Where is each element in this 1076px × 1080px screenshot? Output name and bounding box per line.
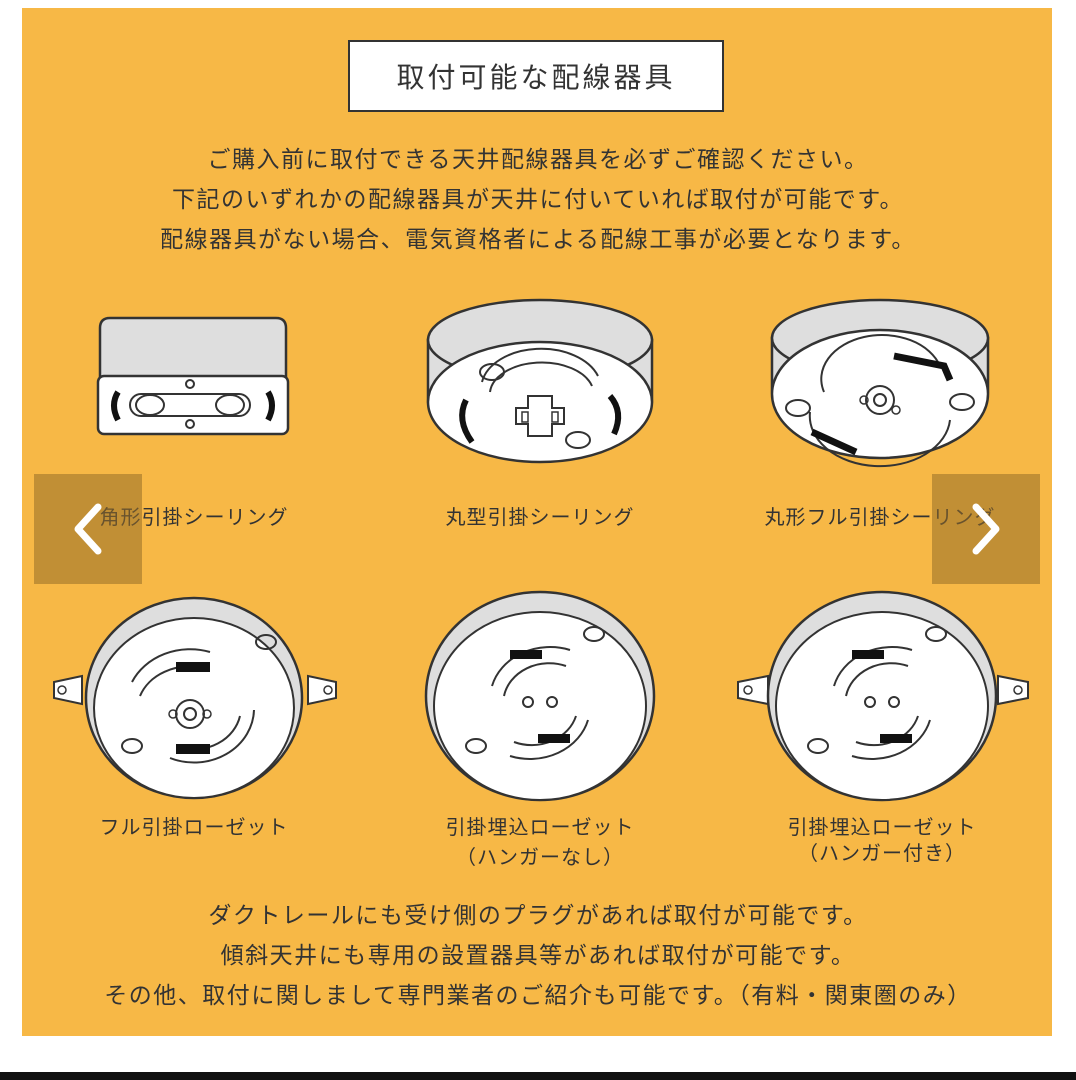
carousel-next-button[interactable] bbox=[932, 474, 1040, 584]
page-title: 取付可能な配線器具 bbox=[348, 40, 724, 112]
outro-line: その他、取付に関しまして専門業者のご紹介も可能です。（有料・関東圏のみ） bbox=[104, 983, 972, 1009]
intro-line: 下記のいずれかの配線器具が天井に付いていれば取付が可能です。 bbox=[171, 187, 904, 213]
intro-line: 配線器具がない場合、電気資格者による配線工事が必要となります。 bbox=[160, 227, 916, 253]
chevron-left-icon bbox=[68, 501, 108, 557]
fixture-label: 引掛埋込ローゼット bbox=[445, 815, 635, 839]
carousel-prev-button[interactable] bbox=[34, 474, 142, 584]
outro-text: ダクトレールにも受け側のプラグがあれば取付が可能です。 傾斜天井にも専用の設置器… bbox=[0, 896, 1076, 1016]
outro-line: ダクトレールにも受け側のプラグがあれば取付が可能です。 bbox=[208, 903, 868, 929]
full-hook-rosette-icon bbox=[40, 586, 350, 806]
intro-text: ご購入前に取付できる天井配線器具を必ずご確認ください。 下記のいずれかの配線器具… bbox=[0, 140, 1076, 260]
fixture-sublabel: （ハンガーなし） bbox=[456, 845, 624, 869]
fixture-label: 引掛埋込ローゼット bbox=[787, 815, 977, 839]
round-full-ceiling-hook-icon bbox=[764, 292, 996, 472]
fixture-label: フル引掛ローゼット bbox=[99, 815, 289, 839]
square-ceiling-hook-icon bbox=[90, 312, 300, 442]
info-panel bbox=[22, 8, 1052, 1036]
bottom-bar bbox=[0, 1072, 1076, 1080]
intro-line: ご購入前に取付できる天井配線器具を必ずご確認ください。 bbox=[207, 147, 869, 173]
outro-line: 傾斜天井にも専用の設置器具等があれば取付が可能です。 bbox=[220, 943, 856, 969]
embedded-rosette-hanger-icon bbox=[730, 586, 1040, 806]
embedded-rosette-icon bbox=[420, 586, 660, 806]
fixture-label: 丸型引掛シーリング bbox=[445, 505, 635, 529]
round-ceiling-hook-icon bbox=[420, 292, 660, 472]
fixture-sublabel: （ハンガー付き） bbox=[798, 841, 966, 865]
chevron-right-icon bbox=[966, 501, 1006, 557]
